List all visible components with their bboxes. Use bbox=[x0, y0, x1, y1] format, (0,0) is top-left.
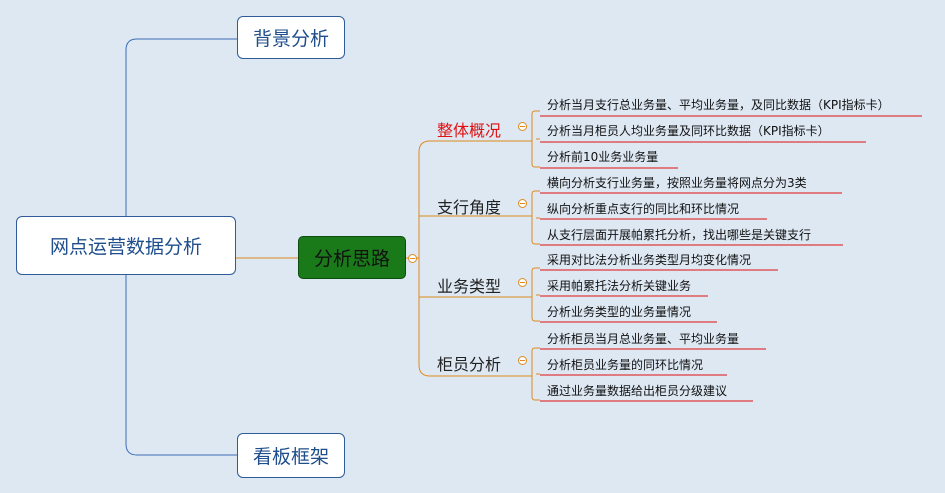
collapse-toggle-icon[interactable] bbox=[518, 199, 527, 208]
leaf-item[interactable]: 纵向分析重点支行的同比和环比情况 bbox=[547, 202, 740, 216]
category-branch[interactable]: 支行角度 bbox=[437, 198, 502, 217]
dashboard-framework-node[interactable]: 看板框架 bbox=[237, 433, 345, 478]
category-overall[interactable]: 整体概况 bbox=[437, 121, 502, 140]
collapse-toggle-icon[interactable] bbox=[518, 122, 527, 131]
leaf-item[interactable]: 采用对比法分析业务类型月均变化情况 bbox=[547, 253, 752, 267]
leaf-item[interactable]: 通过业务量数据给出柜员分级建议 bbox=[547, 384, 728, 398]
category-teller[interactable]: 柜员分析 bbox=[437, 355, 502, 374]
leaf-item[interactable]: 分析柜员当月总业务量、平均业务量 bbox=[547, 332, 740, 346]
collapse-toggle-icon[interactable] bbox=[518, 356, 527, 365]
collapse-toggle-icon[interactable] bbox=[408, 254, 417, 263]
leaf-item[interactable]: 分析当月支行总业务量、平均业务量，及同比数据（KPI指标卡） bbox=[547, 98, 890, 112]
center-node[interactable]: 分析思路 bbox=[298, 236, 406, 279]
leaf-item[interactable]: 横向分析支行业务量，按照业务量将网点分为3类 bbox=[547, 176, 807, 190]
leaf-item[interactable]: 从支行层面开展帕累托分析，找出哪些是关键支行 bbox=[547, 228, 812, 242]
category-business-type[interactable]: 业务类型 bbox=[437, 277, 502, 296]
background-analysis-node[interactable]: 背景分析 bbox=[237, 16, 345, 59]
leaf-item[interactable]: 分析业务类型的业务量情况 bbox=[547, 305, 692, 319]
leaf-item[interactable]: 采用帕累托法分析关键业务 bbox=[547, 279, 692, 293]
leaf-item[interactable]: 分析柜员业务量的同环比情况 bbox=[547, 358, 704, 372]
root-node[interactable]: 网点运营数据分析 bbox=[16, 216, 236, 275]
collapse-toggle-icon[interactable] bbox=[518, 278, 527, 287]
leaf-item[interactable]: 分析前10业务业务量 bbox=[547, 150, 659, 164]
leaf-item[interactable]: 分析当月柜员人均业务量及同环比数据（KPI指标卡） bbox=[547, 124, 830, 138]
